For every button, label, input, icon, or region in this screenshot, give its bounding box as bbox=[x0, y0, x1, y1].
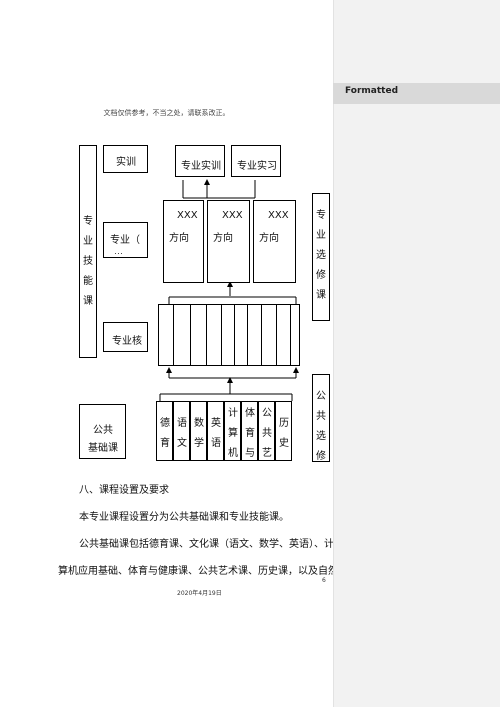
public-basic-label-2: 基础课 bbox=[88, 443, 118, 454]
major-internship-label: 专业实习 bbox=[237, 161, 277, 172]
course-art: 公 共 艺 bbox=[258, 401, 275, 461]
course-english: 英 语 bbox=[207, 401, 224, 461]
course-math-char-1: 数 bbox=[194, 418, 204, 429]
skills-char-4: 能 bbox=[83, 276, 93, 287]
course-computer-char-1: 计 bbox=[228, 408, 238, 419]
skills-char-5: 课 bbox=[83, 296, 93, 307]
document-page: 文档仅供参考，不当之处，请联系改正。 bbox=[58, 109, 338, 597]
course-art-char-2: 共 bbox=[262, 428, 272, 439]
direction-name-2: 方向 bbox=[213, 233, 233, 244]
public-elective-box: 公 共 选 修 bbox=[312, 374, 330, 462]
course-moral-char-2: 育 bbox=[160, 438, 170, 449]
paragraph-1: 本专业课程设置分为公共基础课和专业技能课。 bbox=[79, 512, 289, 523]
course-art-char-3: 艺 bbox=[262, 448, 272, 459]
course-english-char-1: 英 bbox=[211, 418, 221, 429]
direction-box-2: XXX 方向 bbox=[207, 200, 250, 283]
course-pe-char-1: 体 bbox=[245, 408, 255, 419]
comment-balloon[interactable]: Formatted bbox=[333, 83, 500, 104]
public-elective-char-4: 修 bbox=[316, 451, 326, 462]
core-course-block bbox=[158, 304, 300, 366]
elective-char-1: 专 bbox=[316, 210, 326, 221]
direction-name-3: 方向 bbox=[259, 233, 279, 244]
skills-course-box: 专 业 技 能 课 bbox=[79, 145, 97, 358]
skills-char-3: 技 bbox=[83, 256, 93, 267]
paragraph-2: 公共基础课包括德育课、文化课（语文、数学、英语）、计 bbox=[79, 539, 334, 550]
major-direction-box: 专业（ ．．． bbox=[103, 222, 148, 258]
course-computer-char-3: 机 bbox=[228, 448, 238, 459]
course-chinese-char-1: 语 bbox=[177, 418, 187, 429]
public-basic-box: 公共 基础课 bbox=[79, 404, 126, 459]
course-math: 数 学 bbox=[190, 401, 207, 461]
direction-box-1: XXX 方向 bbox=[163, 200, 204, 283]
direction-code-3: XXX bbox=[268, 210, 289, 221]
major-training-label: 专业实训 bbox=[181, 161, 221, 172]
course-chinese: 语 文 bbox=[173, 401, 190, 461]
course-pe: 体 育 与 bbox=[241, 401, 258, 461]
major-direction-label: 专业（ bbox=[110, 235, 140, 246]
direction-code-2: XXX bbox=[222, 210, 243, 221]
course-pe-char-3: 与 bbox=[245, 448, 255, 459]
paragraph-3: 算机应用基础、体育与健康课、公共艺术课、历史课，以及自然 bbox=[58, 566, 338, 577]
skills-char-2: 业 bbox=[83, 236, 93, 247]
course-history-char-1: 历 bbox=[279, 418, 289, 429]
direction-code-1: XXX bbox=[177, 210, 198, 221]
diagram-connectors bbox=[159, 179, 299, 401]
course-moral-char-1: 德 bbox=[160, 418, 170, 429]
elective-char-3: 选 bbox=[316, 250, 326, 261]
course-moral: 德 育 bbox=[156, 401, 173, 461]
elective-char-2: 业 bbox=[316, 230, 326, 241]
skills-char-1: 专 bbox=[83, 216, 93, 227]
public-elective-char-3: 选 bbox=[316, 431, 326, 442]
major-direction-ellipsis: ．．． bbox=[114, 249, 127, 256]
course-art-char-1: 公 bbox=[262, 408, 272, 419]
course-history-char-2: 史 bbox=[279, 438, 289, 449]
course-pe-char-2: 育 bbox=[245, 428, 255, 439]
header-note: 文档仅供参考，不当之处，请联系改正。 bbox=[103, 109, 230, 117]
practice-box: 实训 bbox=[103, 145, 148, 173]
markup-sidebar bbox=[333, 0, 500, 707]
footer-date: 2020年4月19日 bbox=[177, 590, 222, 597]
course-chinese-char-2: 文 bbox=[177, 438, 187, 449]
public-elective-char-2: 共 bbox=[316, 411, 326, 422]
course-history: 历 史 bbox=[275, 401, 292, 461]
public-elective-char-1: 公 bbox=[316, 391, 326, 402]
direction-box-3: XXX 方向 bbox=[253, 200, 296, 283]
direction-name-1: 方向 bbox=[169, 233, 189, 244]
section-title: 八、课程设置及要求 bbox=[79, 485, 169, 496]
elective-char-4: 修 bbox=[316, 270, 326, 281]
course-english-char-2: 语 bbox=[211, 438, 221, 449]
major-core-label: 专业核 bbox=[112, 336, 142, 347]
major-core-box: 专业核 bbox=[103, 322, 148, 352]
page-number: 6 bbox=[322, 577, 326, 584]
course-math-char-2: 学 bbox=[194, 438, 204, 449]
comment-label: Formatted bbox=[345, 86, 399, 96]
course-computer-char-2: 算 bbox=[228, 428, 238, 439]
major-elective-box: 专 业 选 修 课 bbox=[312, 193, 330, 321]
major-training-box: 专业实训 bbox=[175, 145, 225, 177]
practice-label: 实训 bbox=[116, 157, 136, 168]
elective-char-5: 课 bbox=[316, 290, 326, 301]
course-computer: 计 算 机 bbox=[224, 401, 241, 461]
major-internship-box: 专业实习 bbox=[231, 145, 281, 177]
public-basic-label-1: 公共 bbox=[93, 425, 113, 436]
